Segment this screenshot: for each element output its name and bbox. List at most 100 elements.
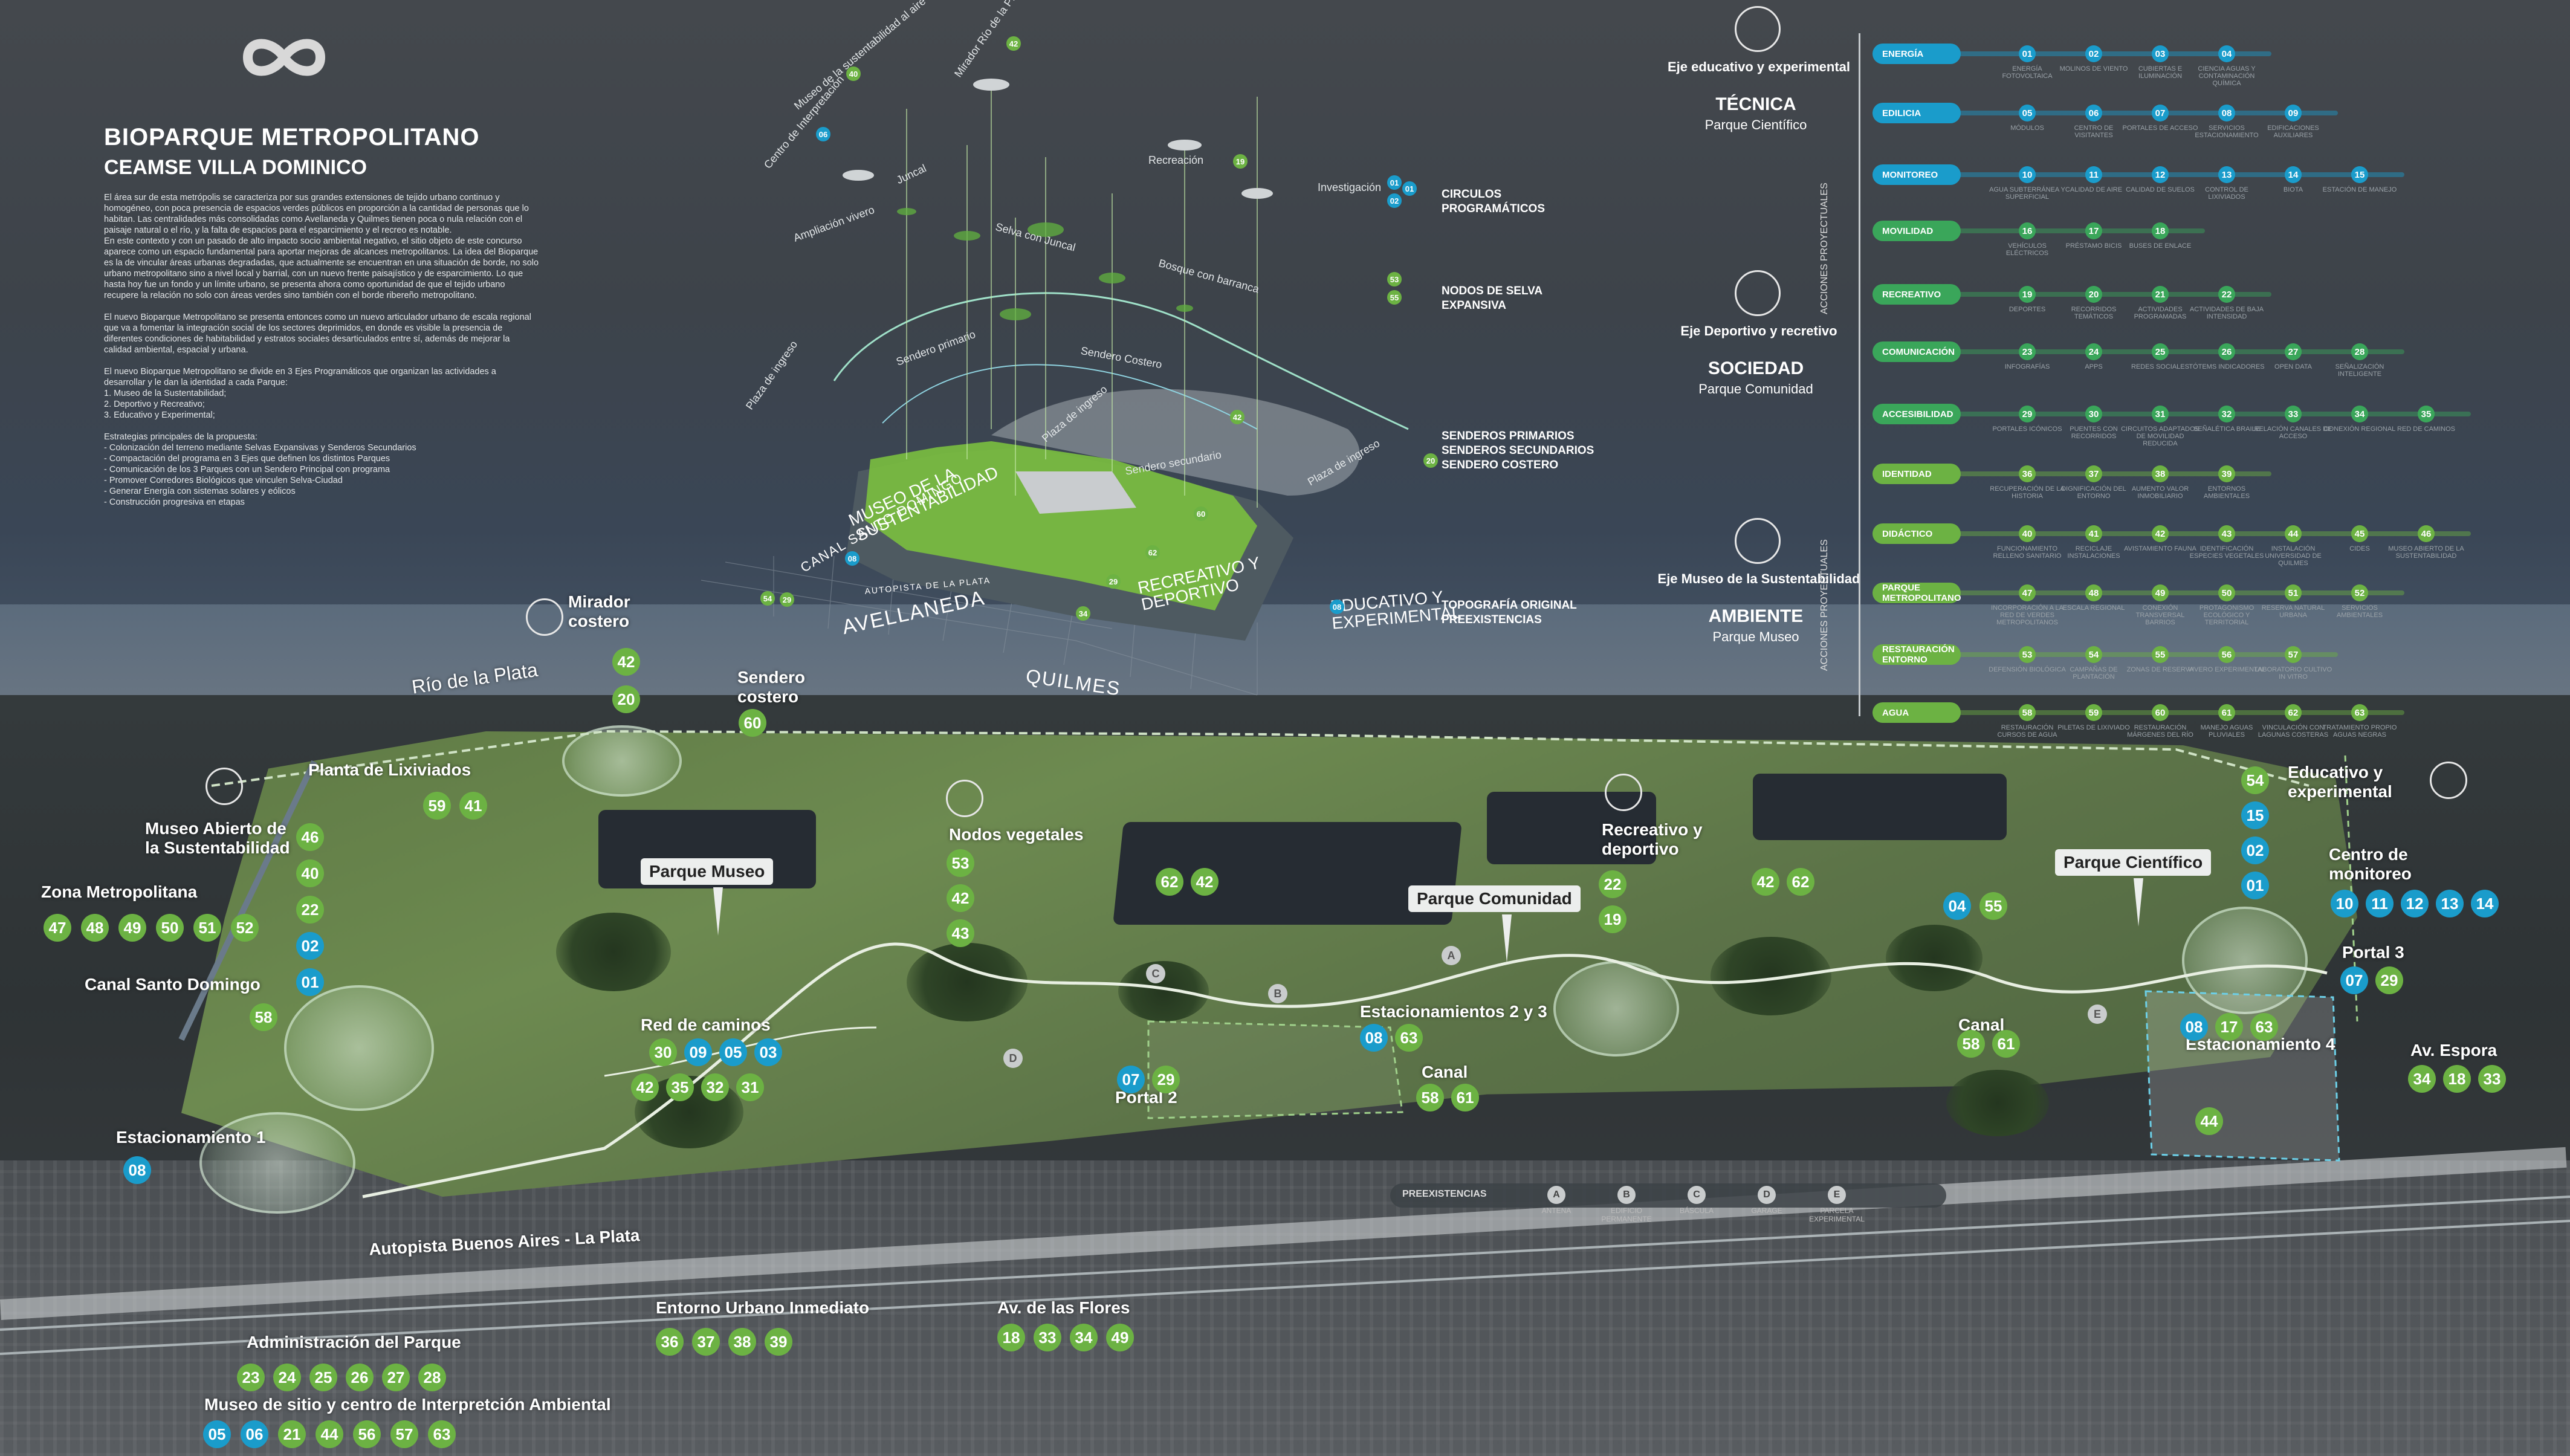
matrix-number: 46 [2418,525,2435,542]
matrix-caption: CIDES [2349,545,2370,552]
matrix-caption: PILETAS DE LIXIVIADO [2057,724,2130,731]
matrix-caption: BUSES DE ENLACE [2129,242,2192,250]
axis-circle-icon [1735,6,1781,52]
forest-node [907,943,1028,1021]
preexistencia-caption: BÁSCULA [1679,1206,1714,1215]
matrix-number: 14 [2285,166,2302,183]
number-badge: 61 [1992,1030,2020,1058]
map-label: Educativo y experimental [2288,763,2392,801]
page-subtitle: CEAMSE VILLA DOMINICO [104,156,367,179]
matrix-caption: INSTALACIÓN UNIVERSIDAD DE QUILMES [2265,545,2322,567]
matrix-caption: AVISTAMIENTO FAUNA [2124,545,2196,552]
number-badge: 08 [845,551,859,566]
matrix-number: 04 [2218,45,2235,62]
matrix-caption: DIGNIFICACIÓN DEL ENTORNO [2061,485,2126,500]
number-badge: 36 [656,1328,684,1356]
matrix-number: 31 [2152,406,2169,422]
matrix-caption: APPS [2085,363,2103,370]
number-badge: 53 [1387,272,1402,286]
number-badge: 07 [2340,966,2368,994]
matrix-caption: CALIDAD DE AIRE [2065,186,2123,193]
matrix-caption: BIOTA [2283,186,2303,193]
matrix-row-line [1872,292,2271,297]
matrix-number: 59 [2085,704,2102,721]
matrix-caption: PROTAGONISMO ECOLÓGICO Y TERRITORIAL [2199,604,2254,626]
matrix-caption: RECUPERACIÓN DE LA HISTORIA [1990,485,2065,500]
matrix-row-category: COMUNICACIÓN [1872,341,1961,362]
matrix-caption: SEÑALÉTICA BRAILE [2193,425,2261,433]
matrix-number: 10 [2019,166,2036,183]
matrix-number: 52 [2351,584,2368,601]
number-badge: 62 [1787,868,1814,896]
number-badge: 05 [203,1420,231,1448]
matrix-caption: IDENTIFICACIÓN ESPECIES VEGETALES [2189,545,2264,560]
matrix-row-category: AGUA [1872,702,1961,723]
map-label: Estacionamientos 2 y 3 [1360,1002,1547,1021]
map-label: Planta de Lixiviados [308,760,471,779]
number-badge: 20 [1423,453,1438,468]
matrix-row-line [1872,471,2271,476]
number-badge: 55 [1979,892,2007,920]
number-badge: 01 [1387,175,1402,190]
number-badge: 08 [1330,600,1344,614]
number-badge: 21 [278,1420,306,1448]
park-tag-pointer [713,887,723,936]
matrix-caption: CALIDAD DE SUELOS [2126,186,2195,193]
matrix-number: 42 [2152,525,2169,542]
matrix-number: 60 [2152,704,2169,721]
axis-subtitle: Parque Museo [1712,629,1799,644]
preexistencia-pin: C [1688,1186,1706,1204]
map-label: Sendero costero [737,668,806,706]
number-badge: 61 [1451,1084,1479,1111]
diagram-lake [1015,471,1136,514]
matrix-number: 05 [2019,105,2036,121]
matrix-row-line [1872,710,2404,715]
number-badge: 14 [2471,890,2499,917]
matrix-number: 63 [2351,704,2368,721]
diagram-path-primary [882,364,1258,430]
number-badge: 22 [1599,870,1626,898]
map-label: Museo de sitio y centro de Interpretción… [204,1395,611,1414]
matrix-number: 45 [2351,525,2368,542]
matrix-caption: VIVERO EXPERIMENTAL [2187,666,2266,673]
matrix-caption: FUNCIONAMIENTO RELLENO SANITARIO [1993,545,2062,560]
number-badge: 10 [2331,890,2358,917]
map-label: Canal Santo Domingo [85,975,261,994]
number-badge: 11 [2366,890,2394,917]
forest-node [556,913,671,991]
diagram-legend-text: CIRCULOS PROGRAMÁTICOS [1442,188,1545,215]
matrix-caption: TRATAMIENTO PROPIO AGUAS NEGRAS [2322,724,2397,739]
number-badge: 42 [1006,36,1021,51]
matrix-caption: SERVICIOS AMBIENTALES [2336,604,2383,619]
matrix-number: 35 [2418,406,2435,422]
matrix-caption: CONEXIÓN TRANSVERSAL BARRIOS [2135,604,2185,626]
matrix-number: 27 [2285,343,2302,360]
matrix-caption: MUSEO ABIERTO DE LA SUSTENTABILIDAD [2388,545,2464,560]
vertical-label: ACCIONES PROYECTUALES [1819,539,1830,671]
number-badge: 50 [156,914,184,942]
infinity-logo-icon [242,39,326,76]
axis-title: Eje Museo de la Sustentabilidad [1657,571,1860,586]
number-badge: 52 [231,914,259,942]
diagram-legend-text: NODOS DE SELVA EXPANSIVA [1442,285,1542,312]
matrix-number: 28 [2351,343,2368,360]
matrix-row-category: EDILICIA [1872,103,1961,123]
number-badge: 55 [1387,290,1402,305]
number-badge: 15 [2241,801,2269,829]
number-badge: 34 [2408,1065,2436,1093]
number-badge: 28 [418,1364,446,1391]
number-badge: 07 [1117,1066,1145,1093]
matrix-number: 09 [2285,105,2302,121]
matrix-row-line [1872,652,2338,657]
axis-subtitle: Parque Comunidad [1698,381,1813,396]
matrix-number: 61 [2218,704,2235,721]
diagram-projection-lines [906,85,1258,508]
number-badge: 06 [241,1420,268,1448]
number-badge: 59 [423,792,451,820]
number-badge: 48 [81,914,109,942]
matrix-row-line [1872,172,2404,177]
number-badge: 27 [382,1364,410,1391]
matrix-caption: RESTAURACIÓN MÁRGENES DEL RÍO [2127,724,2193,739]
number-badge: 60 [739,709,766,737]
number-badge: 54 [760,591,775,606]
